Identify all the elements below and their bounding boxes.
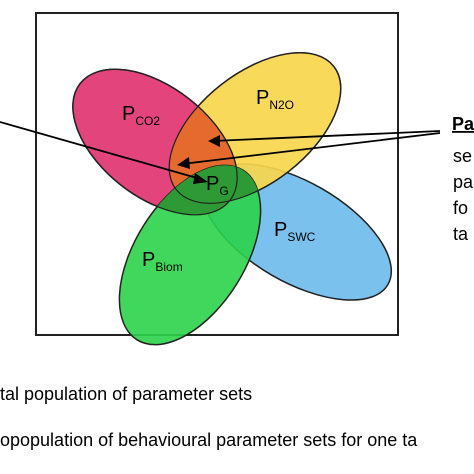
- legend-line-2: opopulation of behavioural parameter set…: [0, 430, 418, 450]
- right-line-3: fo: [453, 198, 468, 218]
- arrow-left: [0, 121, 205, 181]
- arrow-right-2: [181, 132, 441, 165]
- label-co2: PCO2: [122, 103, 160, 128]
- label-g: PG: [206, 173, 229, 198]
- label-n2o: PN2O: [256, 87, 294, 112]
- label-biom: PBiom: [142, 249, 183, 274]
- right-line-1: se: [453, 146, 472, 166]
- legend-line-1: tal population of parameter sets: [0, 384, 253, 404]
- arrow-right-1: [212, 130, 441, 142]
- outline-n2o: [168, 52, 342, 204]
- right-line-4: ta: [453, 224, 469, 244]
- right-title: Pa: [452, 114, 474, 134]
- arrow-left-head: [193, 173, 208, 184]
- arrow-right-1-head: [208, 135, 220, 147]
- right-line-2: pa: [453, 172, 474, 192]
- arrow-right-2-head: [177, 157, 190, 169]
- label-swc: PSWC: [274, 219, 316, 244]
